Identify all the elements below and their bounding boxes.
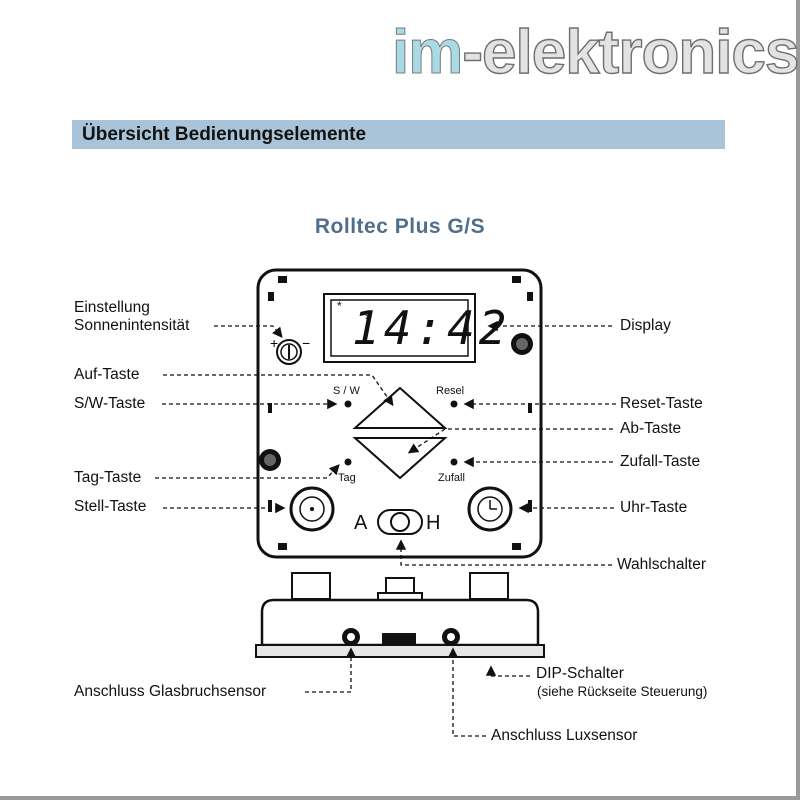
callout-tag-taste: Tag-Taste — [74, 469, 142, 486]
label-reset: Resel — [436, 385, 465, 397]
switch-label-a: A — [354, 512, 368, 534]
callout-line-glasbruch — [305, 647, 357, 693]
brand-logo-part1: im — [391, 18, 463, 88]
lcd-star: * — [337, 299, 342, 313]
callout-line-ab — [407, 428, 613, 454]
callout-auf-taste: Auf-Taste — [74, 366, 140, 383]
reset-button — [450, 400, 458, 408]
section-header: Übersicht Bedienungselemente — [72, 120, 725, 149]
callout-uhr-taste: Uhr-Taste — [620, 499, 688, 516]
callout-luxsensor: Anschluss Luxsensor — [491, 727, 638, 744]
callout-line-einstellung — [214, 325, 283, 339]
screw-right — [511, 333, 533, 355]
callout-wahlschalter: Wahlschalter — [617, 556, 707, 573]
dip-switch-block — [382, 633, 416, 645]
callout-line-wahlschalter — [395, 539, 612, 566]
callout-line-tag — [155, 464, 340, 479]
callout-line-auf — [163, 374, 394, 407]
wahlschalter-switch — [377, 509, 423, 535]
callout-line-lux — [447, 647, 486, 737]
section-title: Übersicht Bedienungselemente — [82, 124, 367, 145]
callout-reset-taste: Reset-Taste — [620, 395, 703, 412]
callout-sw-taste: S/W-Taste — [74, 395, 146, 412]
lcd-time: 14:42 — [352, 301, 511, 355]
svg-text:−: − — [302, 335, 310, 351]
glasbruch-connector — [342, 628, 360, 646]
lcd-s-indicator: s — [365, 311, 370, 322]
switch-label-h: H — [426, 512, 441, 534]
callout-stell-taste: Stell-Taste — [74, 498, 147, 515]
zufall-button — [450, 458, 458, 466]
ab-button — [352, 437, 448, 480]
screw-left — [259, 449, 281, 471]
sun-intensity-knob: + − — [270, 335, 310, 365]
auf-button — [352, 386, 448, 429]
corner-marks — [268, 276, 533, 550]
label-zufall: Zufall — [438, 472, 465, 484]
callout-ab-taste: Ab-Taste — [620, 420, 682, 437]
callout-einstellung-line1: Einstellung — [74, 299, 150, 316]
callout-einstellung-line2: Sonnenintensität — [74, 317, 190, 334]
uhr-button — [467, 486, 513, 532]
stell-button — [289, 486, 335, 532]
callout-glasbruch: Anschluss Glasbruchsensor — [74, 683, 267, 700]
brand-logo: im-elektronics — [391, 17, 800, 88]
callout-line-dip — [485, 665, 530, 677]
callout-dip-schalter: DIP-Schalter — [536, 665, 624, 682]
product-title: Rolltec Plus G/S — [314, 215, 486, 238]
brand-logo-part2: -elektronics — [462, 17, 800, 87]
lux-connector — [442, 628, 460, 646]
callout-display: Display — [620, 317, 671, 334]
callout-zufall-taste: Zufall-Taste — [620, 453, 701, 470]
svg-text:+: + — [270, 335, 278, 351]
tag-button — [344, 458, 352, 466]
callout-dip-note: (siehe Rückseite Steuerung) — [537, 684, 708, 699]
sw-button — [344, 400, 352, 408]
label-sw: S / W — [333, 385, 360, 397]
lower-housing — [255, 572, 545, 658]
lcd-inner — [330, 299, 469, 357]
label-tag: Tag — [338, 472, 356, 484]
